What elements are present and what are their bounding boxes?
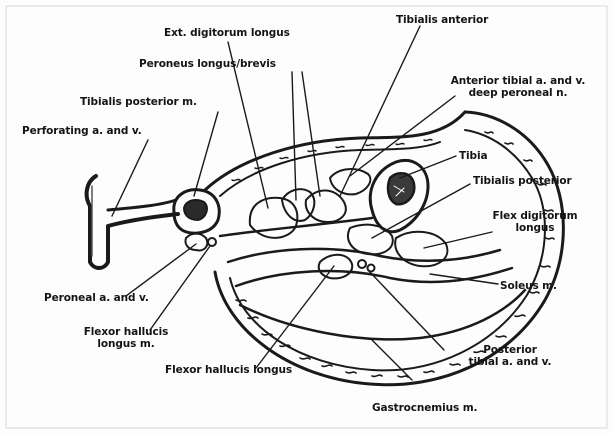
peroneal-vessels (185, 234, 207, 251)
leader-tibialis-anterior (340, 26, 420, 196)
label-flex-digitorum: Flex digitorum longus (480, 210, 590, 234)
label-tibialis-posterior-m: Tibialis posterior m. (80, 96, 197, 108)
label-flexor-hallucis-m-line2: longus m. (66, 338, 186, 350)
perforating-vessel-stem (87, 176, 178, 268)
posterior-tibial-vessel (358, 260, 366, 268)
label-tibia: Tibia (459, 150, 487, 162)
label-gastrocnemius: Gastrocnemius m. (372, 402, 477, 414)
label-flexor-hallucis-m-line1: Flexor hallucis (66, 326, 186, 338)
leader-peroneus (292, 72, 296, 200)
leader-perforating (112, 140, 148, 216)
label-flexor-hallucis-longus: Flexor hallucis longus (165, 364, 292, 376)
label-anterior-tibial-line1: Anterior tibial a. and v. (426, 75, 610, 87)
leader-peroneal (126, 244, 196, 296)
label-flexor-hallucis-m: Flexor hallucis longus m. (66, 326, 186, 350)
tibialis-posterior-muscle (348, 225, 393, 255)
label-peroneal: Peroneal a. and v. (44, 292, 149, 304)
label-anterior-tibial: Anterior tibial a. and v. deep peroneal … (426, 75, 610, 99)
label-perforating: Perforating a. and v. (22, 125, 142, 137)
label-posterior-tibial-line2: tibial a. and v. (440, 356, 580, 368)
leader-flexor-hallucis-m (150, 246, 210, 330)
label-posterior-tibial: Posterior tibial a. and v. (440, 344, 580, 368)
label-flex-digitorum-line1: Flex digitorum (480, 210, 590, 222)
label-soleus: Soleus m. (500, 280, 557, 292)
leader-tibialis-posterior (372, 184, 470, 238)
flexor-hallucis-muscle (319, 255, 352, 279)
label-peroneus-longus-brevis: Peroneus longus/brevis (139, 58, 276, 70)
leader-anterior-tibial (350, 96, 455, 176)
label-tibialis-posterior: Tibialis posterior (473, 175, 572, 187)
label-anterior-tibial-line2: deep peroneal n. (426, 87, 610, 99)
label-flex-digitorum-line2: longus (480, 222, 590, 234)
fibula-region (87, 176, 220, 268)
label-tibialis-anterior: Tibialis anterior (396, 14, 488, 26)
label-ext-digitorum-longus: Ext. digitorum longus (164, 27, 290, 39)
leader-gastrocnemius (372, 340, 412, 380)
label-posterior-tibial-line1: Posterior (440, 344, 580, 356)
